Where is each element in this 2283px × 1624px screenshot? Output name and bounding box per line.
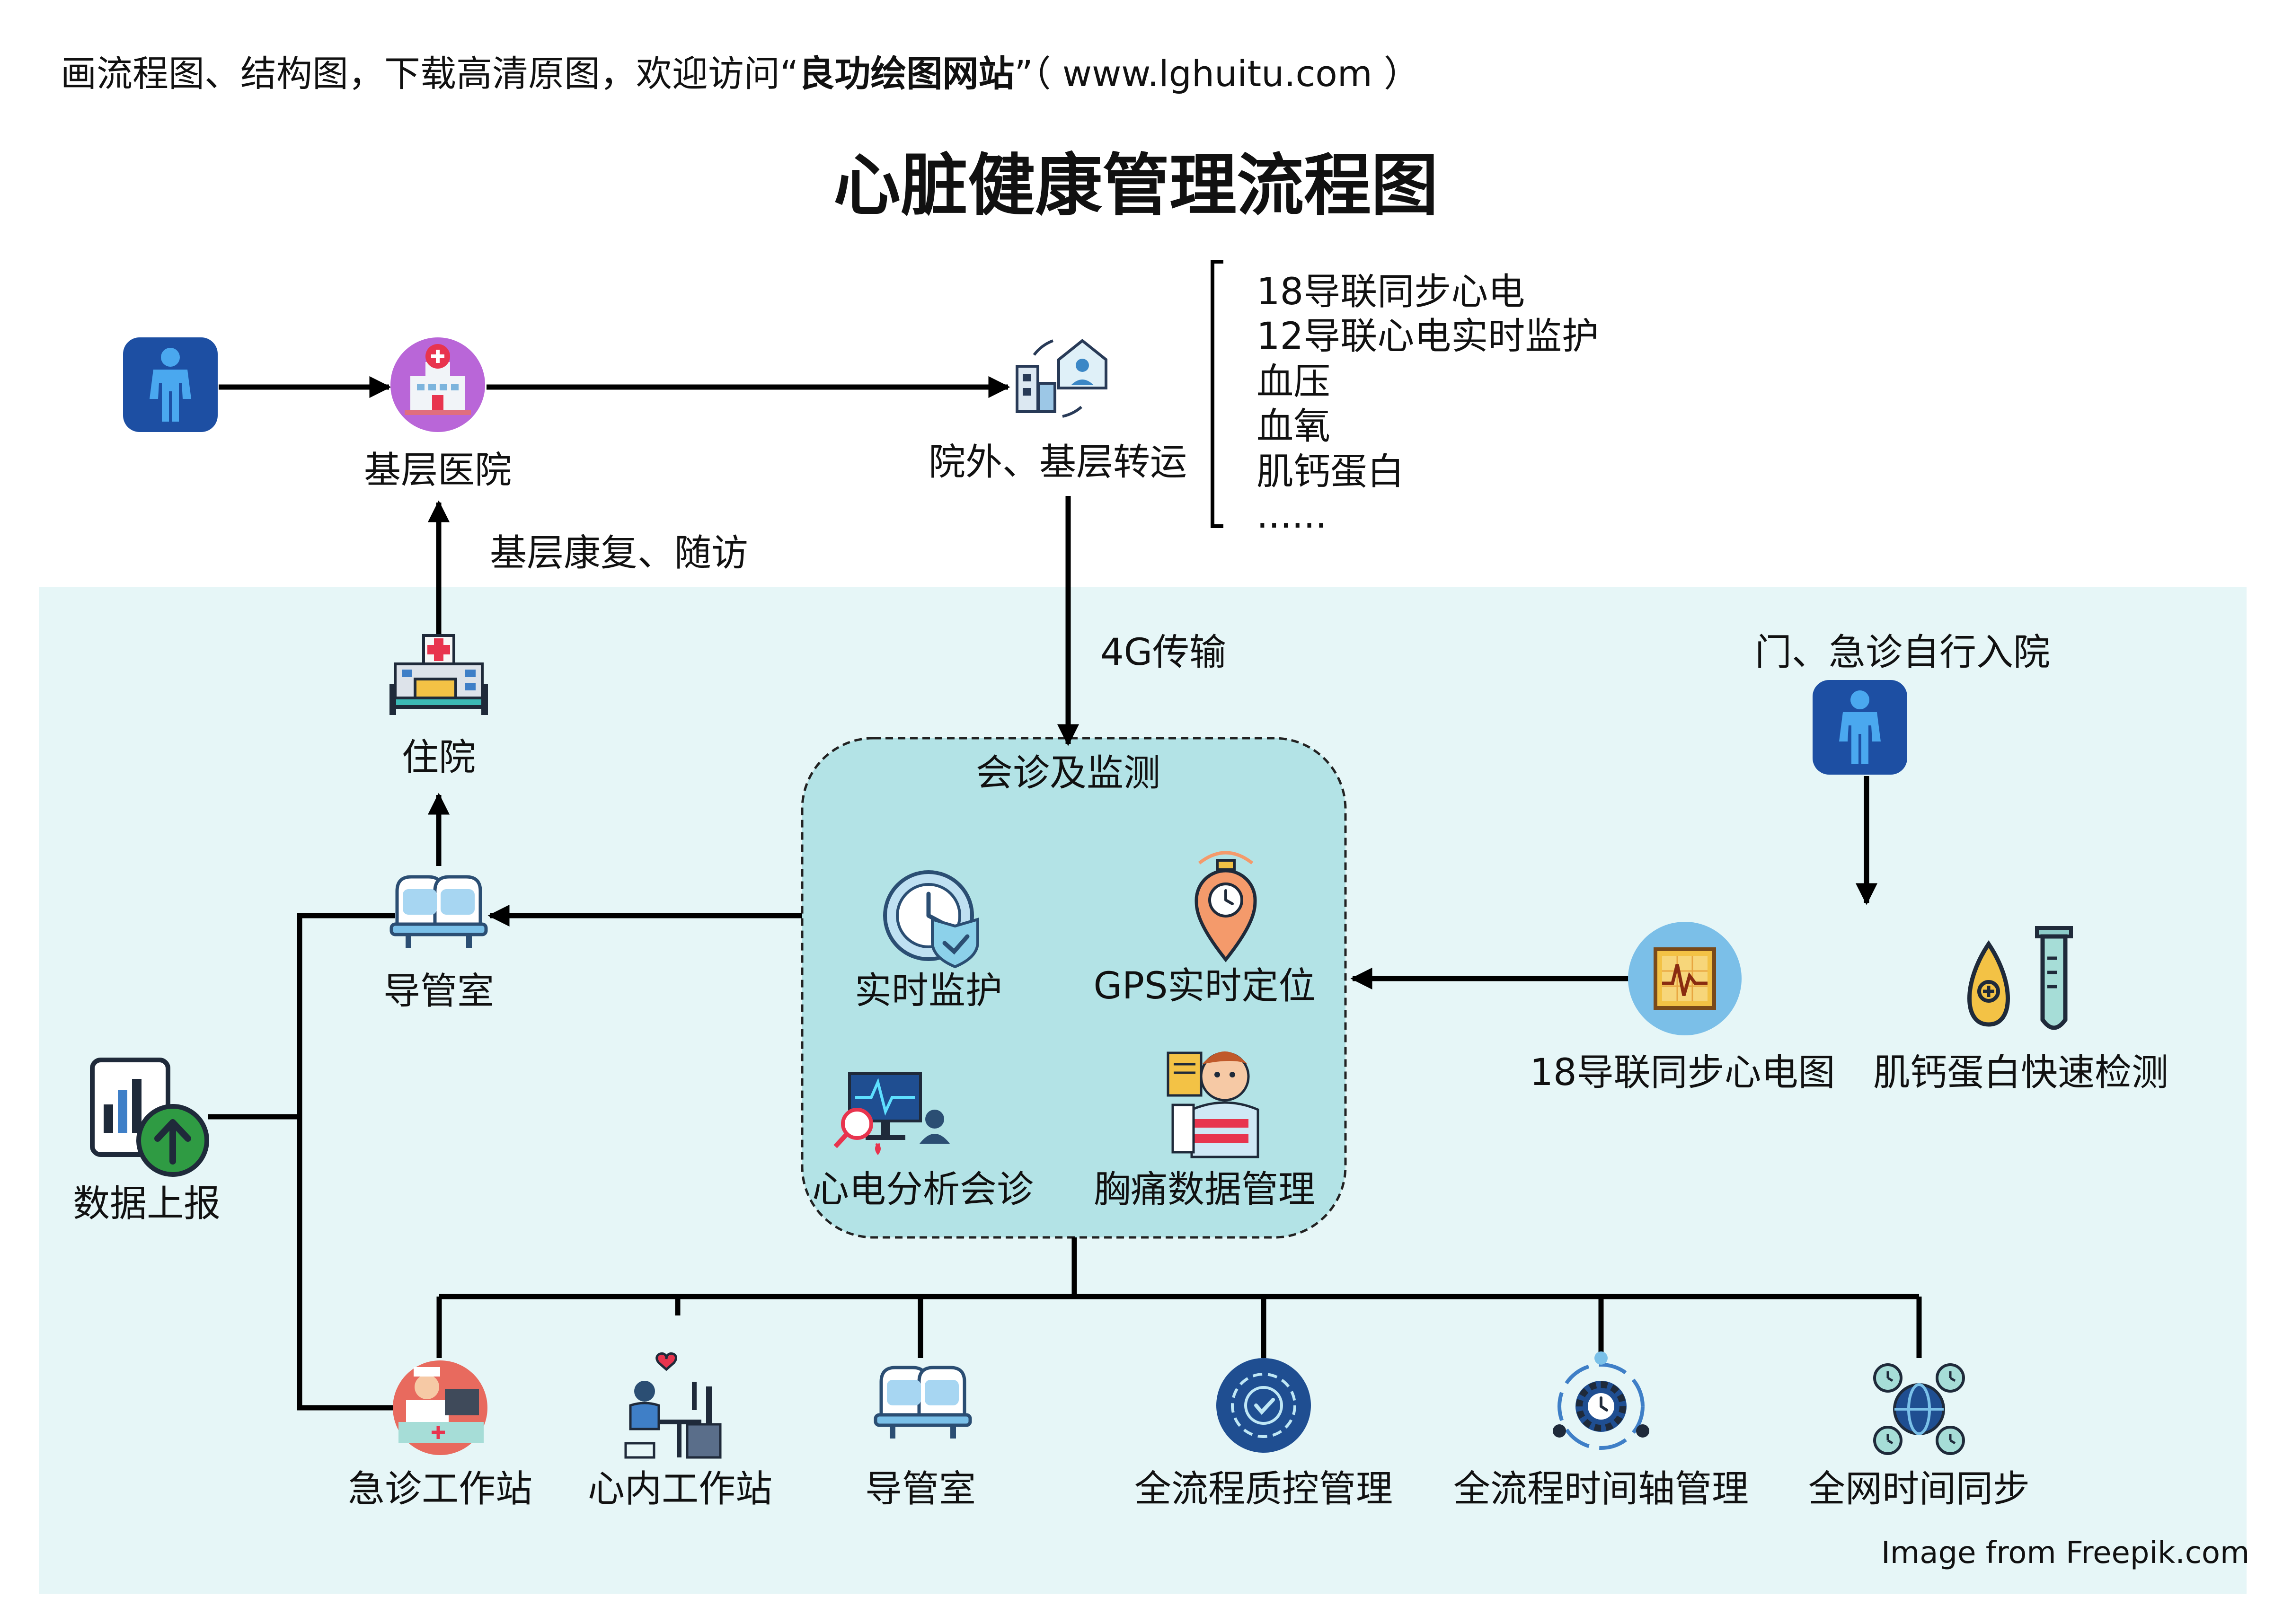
cath-lab-icon — [874, 1366, 972, 1439]
chart-upload-icon — [90, 1058, 209, 1177]
label-emergency-station: 急诊工作站 — [347, 1468, 533, 1510]
label-realtime-monitor: 实时监护 — [854, 970, 1003, 1012]
clock-shield-icon — [883, 870, 979, 969]
site-header: 画流程图、结构图，下载高清原图，欢迎访问“良功绘图网站”（ www.lghuit… — [61, 56, 1420, 92]
image-credit: Image from Freepik.com — [1881, 1536, 2250, 1571]
network-globe-icon — [1873, 1363, 1965, 1455]
label-chest-pain: 胸痛数据管理 — [1093, 1168, 1316, 1211]
quality-control-icon — [1216, 1358, 1311, 1453]
label-transfer: 院外、基层转运 — [928, 441, 1187, 484]
timeline-gear-icon — [1553, 1351, 1649, 1450]
monitor-list-item: 肌钙蛋白 — [1257, 450, 1405, 493]
person-icon — [123, 337, 218, 432]
label-4g-transmission: 4G传输 — [1100, 631, 1227, 674]
hospital-bed-icon — [389, 634, 488, 715]
monitor-list-item: 12导联心电实时监护 — [1257, 315, 1599, 358]
test-tube-icon — [1967, 926, 2073, 1030]
label-network-sync: 全网时间同步 — [1808, 1468, 2030, 1510]
label-primary-hospital: 基层医院 — [363, 449, 512, 492]
page-title: 心脏健康管理流程图 — [833, 147, 1438, 225]
monitor-list-item: 血压 — [1257, 361, 1331, 403]
label-rehab-followup: 基层康复、随访 — [490, 532, 749, 574]
label-data-report: 数据上报 — [72, 1183, 221, 1225]
label-cath-lab-left: 导管室 — [383, 970, 495, 1013]
monitor-list-item: 血氧 — [1257, 405, 1331, 448]
label-ecg-consult: 心电分析会诊 — [812, 1168, 1034, 1211]
emergency-station-icon — [393, 1360, 487, 1455]
label-cardiology-station: 心内工作站 — [587, 1468, 773, 1510]
cath-lab-icon — [389, 875, 488, 948]
monitor-list-item: ...... — [1257, 494, 1327, 537]
label-troponin-test: 肌钙蛋白快速检测 — [1873, 1051, 2169, 1094]
person-icon — [1813, 680, 1907, 775]
cardiology-workstation-icon — [624, 1352, 722, 1459]
doctor-records-icon — [1167, 1051, 1259, 1158]
monitor-list-bracket — [1211, 260, 1223, 528]
transfer-buildings-icon — [1016, 339, 1107, 418]
ecg-monitor-icon — [833, 1072, 950, 1155]
label-ecg18: 18导联同步心电图 — [1530, 1051, 1835, 1094]
ecg-chart-icon — [1628, 922, 1742, 1035]
label-timeline-management: 全流程时间轴管理 — [1453, 1468, 1749, 1510]
hospital-icon — [390, 337, 485, 432]
monitor-list-item: 18导联同步心电 — [1257, 271, 1525, 313]
header-site-name[interactable]: 良功绘图网站 — [798, 53, 1015, 95]
edge-data-bus — [297, 913, 395, 1411]
label-self-admission: 门、急诊自行入院 — [1754, 631, 2051, 674]
location-pin-icon — [1195, 851, 1257, 962]
label-consultation-box: 会诊及监测 — [975, 752, 1161, 794]
label-gps: GPS实时定位 — [1093, 965, 1316, 1007]
label-quality-control: 全流程质控管理 — [1134, 1468, 1393, 1510]
label-cath-lab-bottom: 导管室 — [865, 1468, 976, 1510]
header-text-before: 画流程图、结构图，下载高清原图，欢迎访问“ — [61, 53, 799, 95]
header-text-after[interactable]: ”（ www.lghuitu.com ） — [1014, 53, 1420, 95]
label-hospitalization: 住院 — [401, 736, 476, 779]
connectors — [208, 376, 1922, 1411]
